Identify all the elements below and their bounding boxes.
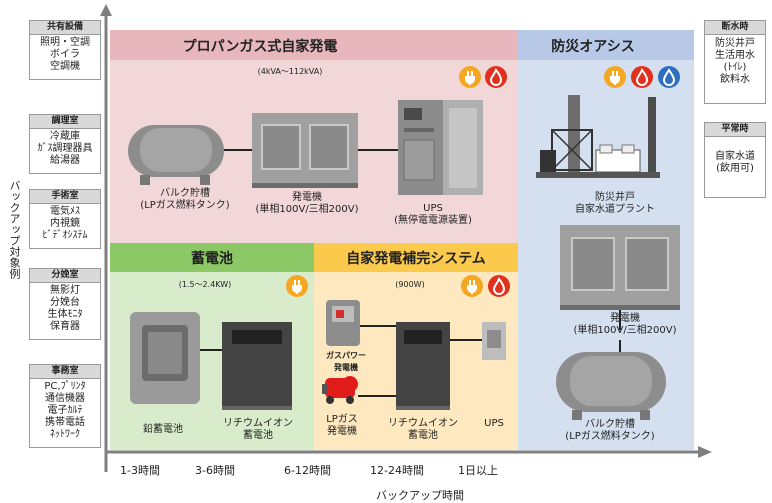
x-tick-label: 6-12時間	[284, 464, 331, 477]
category-item: 通信機器	[45, 393, 85, 404]
lead-battery-label: 鉛蓄電池	[143, 424, 183, 435]
supplement-header	[314, 243, 518, 272]
category-item: 給湯器	[50, 155, 80, 166]
supplement-lithium-label: リチウムイオン蓄電池	[388, 418, 458, 441]
category-item: 電子ｶﾙﾃ	[47, 405, 83, 416]
water-plant-illustration	[536, 95, 660, 178]
category-delivery: 分娩室 無影灯 分娩台 生体ﾓﾆﾀ 保育器	[29, 268, 101, 340]
category-item: 無影灯	[50, 285, 80, 296]
category-item: 電気ﾒｽ	[50, 206, 80, 217]
category-item: ｶﾞｽ調理器具	[37, 143, 93, 154]
supplement-title: 自家発電補完システム	[346, 251, 486, 267]
x-tick-label: 3-6時間	[195, 464, 235, 477]
lithium-battery-illustration	[222, 322, 292, 410]
lp-gas-generator-illustration	[322, 376, 358, 404]
right-box-item: 防災井戸	[715, 38, 755, 49]
battery-title: 蓄電池	[191, 251, 233, 267]
category-item: 冷蔵庫	[50, 131, 80, 142]
category-item: PC,ﾌﾟﾘﾝﾀ	[44, 381, 86, 392]
bulk-tank-illustration	[556, 352, 666, 420]
flame-icon	[488, 275, 510, 297]
right-box-item: 生活用水	[715, 50, 755, 61]
propane-range: (4kVA〜112kVA)	[257, 67, 323, 76]
category-header: 事務室	[30, 365, 100, 379]
right-box-item: 自家水道	[715, 151, 755, 162]
flame-icon	[485, 66, 507, 88]
flame-icon	[631, 66, 653, 88]
category-item: ﾋﾞﾃﾞｵｼｽﾃﾑ	[42, 230, 88, 241]
y-axis-label: バックアップ対象例	[8, 180, 21, 279]
x-tick-label: 1-3時間	[120, 464, 160, 477]
category-item: 照明・空調	[40, 37, 90, 48]
plug-icon	[604, 66, 626, 88]
right-box-item: (飲用可)	[716, 163, 754, 174]
right-box-item: (ﾄｲﾚ)	[723, 62, 747, 73]
x-axis-label: バックアップ時間	[376, 489, 464, 502]
right-box-item: 飲料水	[720, 74, 750, 85]
propane-generator-label: 発電機(単相100V/三相200V)	[255, 192, 359, 215]
oasis-title: 防災オアシス	[551, 39, 635, 55]
propane-title: プロパンガス式自家発電	[182, 39, 338, 55]
propane-header	[110, 30, 518, 60]
lithium-battery-illustration	[396, 322, 450, 410]
plug-icon	[459, 66, 481, 88]
category-item: 分娩台	[50, 297, 80, 308]
oasis-plant-label: 防災井戸自家水道プラント	[575, 192, 655, 215]
gas-power-generator-illustration	[326, 300, 360, 346]
battery-range: (1.5〜2.4KW)	[178, 280, 232, 289]
lp-gas-generator-label: LPガス発電機	[326, 414, 358, 437]
category-surgery: 手術室 電気ﾒｽ 内視鏡 ﾋﾞﾃﾞｵｼｽﾃﾑ	[29, 189, 101, 249]
water-drop-icon	[658, 66, 680, 88]
bulk-tank-illustration	[128, 125, 224, 185]
category-header: 調理室	[30, 115, 100, 129]
ups-illustration	[482, 322, 506, 360]
x-tick-label: 1日以上	[458, 464, 498, 477]
propane-tank-label: バルク貯槽(LPガス燃料タンク)	[140, 188, 230, 211]
right-box-outage: 断水時 防災井戸 生活用水 (ﾄｲﾚ) 飲料水	[704, 20, 766, 104]
propane-ups-label: UPS(無停電電源装置)	[394, 203, 472, 226]
ups-illustration	[398, 100, 483, 195]
category-header: 共有設備	[30, 21, 100, 35]
category-item: 内視鏡	[50, 218, 80, 229]
category-header: 手術室	[30, 190, 100, 204]
right-box-header: 断水時	[705, 21, 765, 35]
right-box-header: 平常時	[705, 123, 765, 137]
category-header: 分娩室	[30, 269, 100, 283]
generator-illustration	[560, 225, 680, 310]
oasis-tank-label: バルク貯槽(LPガス燃料タンク)	[565, 419, 655, 442]
gas-power-label: ガスパワー発電機	[326, 351, 366, 372]
category-item: 生体ﾓﾆﾀ	[47, 309, 83, 320]
supplement-ups-label: UPS	[484, 418, 504, 429]
plug-icon	[286, 275, 308, 297]
right-box-normal: 平常時 自家水道 (飲用可)	[704, 122, 766, 198]
category-kitchen: 調理室 冷蔵庫 ｶﾞｽ調理器具 給湯器	[29, 114, 101, 174]
generator-illustration	[252, 113, 358, 188]
category-item: ボイラ	[50, 49, 80, 60]
battery-lithium-label: リチウムイオン蓄電池	[223, 418, 293, 441]
oasis-header	[518, 30, 694, 60]
category-office: 事務室 PC,ﾌﾟﾘﾝﾀ 通信機器 電子ｶﾙﾃ 携帯電話 ﾈｯﾄﾜｰｸ	[29, 364, 101, 448]
x-tick-label: 12-24時間	[370, 464, 424, 477]
plug-icon	[461, 275, 483, 297]
category-item: 空調機	[50, 61, 80, 72]
category-common: 共有設備 照明・空調 ボイラ 空調機	[29, 20, 101, 80]
category-item: ﾈｯﾄﾜｰｸ	[50, 429, 80, 440]
category-item: 保育器	[50, 321, 80, 332]
category-item: 携帯電話	[45, 417, 85, 428]
lead-battery-illustration	[130, 312, 200, 404]
battery-header	[110, 243, 314, 272]
supplement-range: (900W)	[395, 280, 425, 289]
oasis-generator-label: 発電機(単相100V/三相200V)	[573, 313, 677, 336]
